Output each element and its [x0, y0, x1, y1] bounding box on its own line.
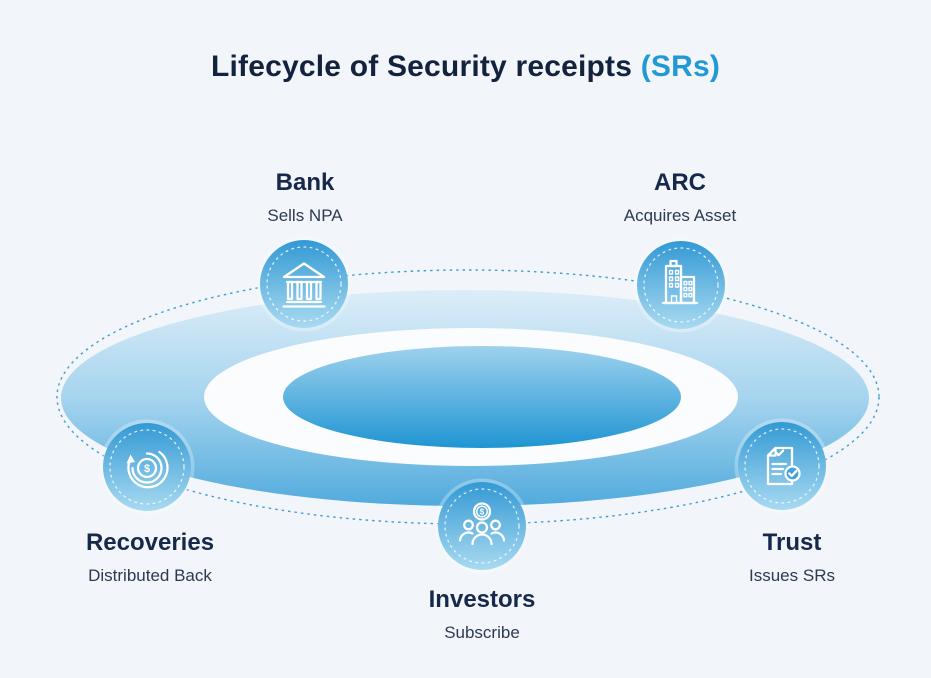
bank-label: Bank Sells NPA	[195, 169, 415, 226]
recoveries-subtitle: Distributed Back	[88, 565, 212, 585]
svg-text:$: $	[144, 463, 150, 475]
investor-group-icon: $	[458, 502, 506, 546]
badge-dashed-ring	[444, 488, 520, 564]
trust-subtitle: Issues SRs	[749, 565, 835, 585]
trust-title: Trust	[762, 529, 822, 556]
arc-subtitle: Acquires Asset	[623, 205, 737, 225]
trust-label: Trust Issues SRs	[692, 529, 892, 586]
office-buildings-icon	[661, 259, 699, 305]
bank-subtitle: Sells NPA	[267, 205, 343, 225]
badge-circle	[738, 422, 826, 510]
inner-ring	[283, 346, 681, 448]
badge-circle	[103, 423, 191, 511]
document-check-icon	[766, 446, 801, 486]
recoveries-badge: $	[99, 419, 195, 515]
investors-label: Investors Subscribe	[362, 586, 602, 643]
page-title-accent: (SRs)	[640, 50, 721, 83]
svg-text:$: $	[480, 508, 485, 517]
dotted-cycle-outline	[56, 269, 880, 525]
bank-title: Bank	[275, 169, 335, 196]
badge-circle	[260, 240, 348, 328]
badge-dashed-ring	[109, 429, 185, 505]
badge-dashed-ring	[643, 247, 719, 323]
investors-subtitle: Subscribe	[444, 622, 520, 642]
badge-dashed-ring	[744, 428, 820, 504]
investors-title: Investors	[428, 586, 536, 613]
money-recycle-icon: $	[126, 450, 169, 489]
trust-badge	[734, 418, 830, 514]
badge-circle	[438, 482, 526, 570]
recoveries-title: Recoveries	[85, 529, 215, 556]
investors-badge: $	[434, 478, 530, 574]
recoveries-label: Recoveries Distributed Back	[27, 529, 273, 586]
page-title: Lifecycle of Security receipts (SRs)	[0, 50, 931, 84]
badge-dashed-ring	[266, 246, 342, 322]
page-title-main: Lifecycle of Security receipts	[210, 50, 633, 83]
arc-label: ARC Acquires Asset	[570, 169, 790, 226]
bank-badge	[256, 236, 352, 332]
arc-title: ARC	[654, 169, 706, 196]
arc-badge	[633, 237, 729, 333]
bank-building-icon	[282, 262, 326, 308]
